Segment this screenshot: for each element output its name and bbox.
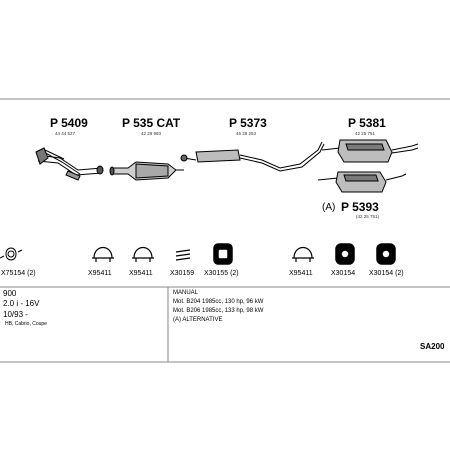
alternative-rear-silencer-drawing — [317, 171, 407, 193]
clamp-icon — [92, 246, 114, 262]
rubber-ring-icon — [376, 243, 396, 265]
part-number: P 535 CAT — [122, 116, 181, 130]
note-line: (A) ALTERNATIVE — [173, 317, 223, 323]
clamp-icon — [292, 246, 314, 262]
clamp-icon — [132, 246, 154, 262]
accessory-code: X30155 (2) — [204, 270, 239, 277]
rear-silencer-drawing — [321, 139, 419, 163]
vehicle-bodies: HB, Cabrio, Coupe — [5, 321, 47, 327]
rubber-ring-icon — [335, 243, 355, 265]
accessory-code: X30159 — [170, 270, 195, 277]
gasket-icon — [0, 247, 23, 261]
part-reference: 42 29 993 — [141, 131, 162, 136]
part-number: P 5381 — [348, 116, 386, 130]
note-line: Mot. B206 1985cc, 133 hp, 98 kW — [173, 308, 264, 314]
accessory-code: X95411 — [129, 270, 153, 277]
rubber-hanger-icon — [213, 243, 233, 265]
part-number: P 5373 — [229, 116, 267, 130]
part-reference: 42 25 751 — [355, 131, 376, 136]
part-reference: 45 28 253 — [236, 131, 257, 136]
accessory-code: X30154 (2) — [369, 270, 404, 277]
accessory-code: X95411 — [289, 270, 313, 277]
catalyst-drawing — [109, 161, 184, 181]
part-reference: 44 44 527 — [55, 131, 76, 136]
notes: MANUAL Mot. B204 1985cc, 130 hp, 96 kW M… — [173, 289, 263, 325]
alternative-marker: (A) — [322, 202, 336, 213]
accessory-code: X75154 (2) — [1, 270, 36, 277]
accessory-code: X95411 — [88, 270, 112, 277]
note-line: MANUAL — [173, 290, 199, 296]
note-line: Mot. B204 1985cc, 130 hp, 96 kW — [173, 299, 264, 305]
part-number: P 5393 — [341, 200, 379, 214]
vehicle-model: 900 — [3, 289, 17, 298]
catalogue-code: SA200 — [420, 342, 445, 351]
accessory-code: X30154 — [331, 270, 356, 277]
part-reference: (42 25 751) — [356, 214, 380, 219]
vehicle-date: 10/93 - — [3, 310, 28, 319]
front-pipe-drawing — [35, 147, 104, 181]
middle-silencer-drawing — [180, 141, 325, 172]
vehicle-engine: 2.0 i - 16V — [3, 299, 40, 308]
spring-icon — [175, 249, 191, 261]
part-number: P 5409 — [50, 116, 88, 130]
